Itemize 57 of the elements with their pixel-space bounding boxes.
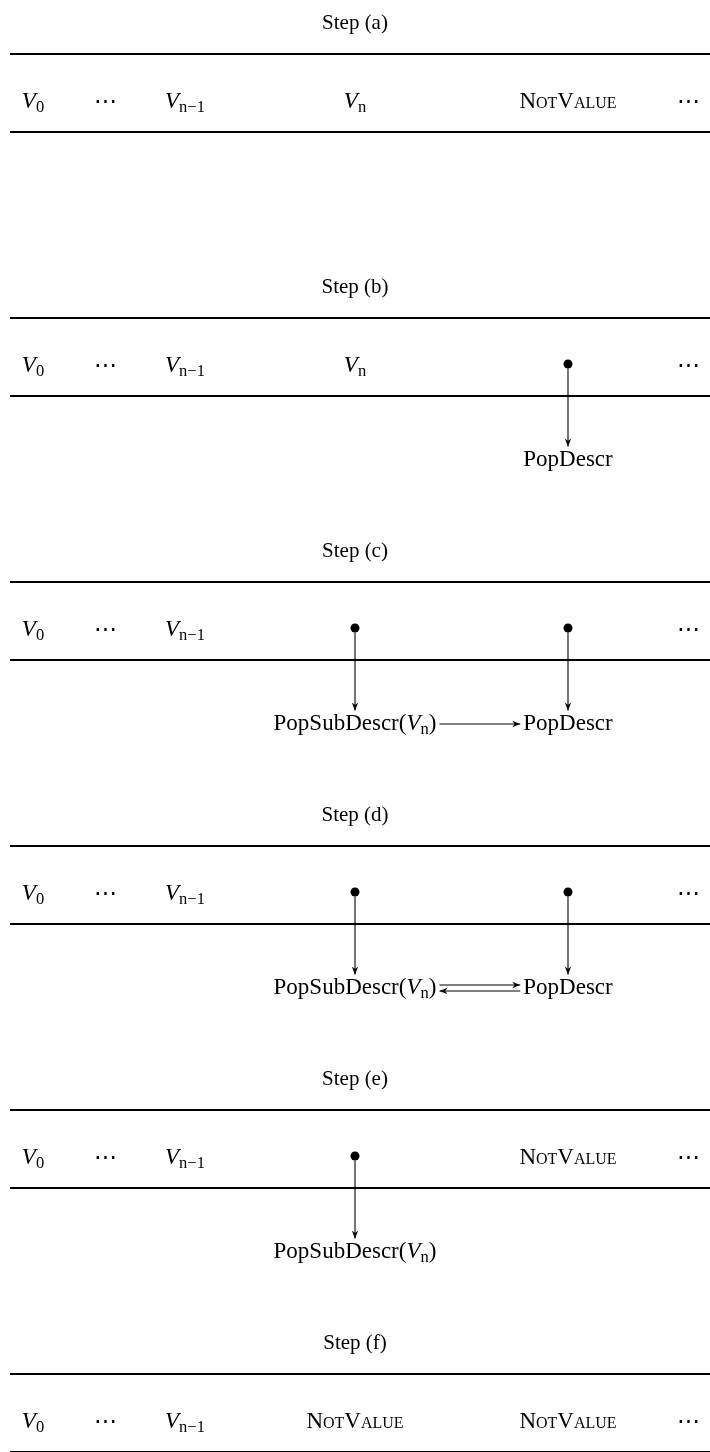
cell-text: ⋯ <box>676 1408 700 1432</box>
cell-text: V$_{n−1}$ <box>165 880 205 904</box>
cell-text: ⋯ <box>676 1144 700 1168</box>
pointer-dot <box>350 887 360 897</box>
cell-text: NotValue <box>306 1408 404 1432</box>
cell-text: V$_{0}$ <box>21 616 45 640</box>
descriptor-label: PopDescr <box>523 974 613 998</box>
arrow <box>438 987 521 995</box>
arrow <box>564 895 572 976</box>
cell-text: ⋯ <box>93 880 117 904</box>
descriptor-label: PopDescr <box>523 710 613 734</box>
cell-text: ⋯ <box>676 616 700 640</box>
arrow <box>351 631 359 712</box>
arrow <box>351 895 359 976</box>
step-title: Step (a) <box>322 11 388 33</box>
cell-text: NotValue <box>519 1408 617 1432</box>
arrow <box>438 981 521 989</box>
cell-text: V$_{0}$ <box>21 352 45 376</box>
cell-text: V$_{n−1}$ <box>165 1144 205 1168</box>
cell-text: ⋯ <box>676 880 700 904</box>
cell-text: V$_{n−1}$ <box>165 616 205 640</box>
cell-text: ⋯ <box>93 352 117 376</box>
cell-text: ⋯ <box>676 88 700 112</box>
cell-text: V$_{0}$ <box>21 880 45 904</box>
cell-text: V$_{n−1}$ <box>165 88 205 112</box>
pointer-dot <box>350 623 360 633</box>
arrow <box>438 720 521 728</box>
step-title: Step (f) <box>323 1331 387 1353</box>
cell-text: V$_{0}$ <box>21 1144 45 1168</box>
cell-text: NotValue <box>519 88 617 112</box>
pointer-dot <box>563 887 573 897</box>
cell-text: V$_{0}$ <box>21 1408 45 1432</box>
cell-text: ⋯ <box>93 616 117 640</box>
pointer-dot <box>563 359 573 369</box>
cell-text: ⋯ <box>93 88 117 112</box>
step-title: Step (e) <box>322 1067 388 1089</box>
cell-text: V$_{n}$ <box>343 88 367 112</box>
pointer-dot <box>350 1151 360 1161</box>
cell-text: V$_{n−1}$ <box>165 352 205 376</box>
descriptor-label: PopSubDescr(V$_{n}$) <box>273 710 437 734</box>
cell-text: ⋯ <box>93 1144 117 1168</box>
cell-text: ⋯ <box>676 352 700 376</box>
descriptor-label: PopSubDescr(V$_{n}$) <box>273 974 437 998</box>
cell-text: V$_{n−1}$ <box>165 1408 205 1432</box>
arrow <box>564 367 572 448</box>
cell-text: NotValue <box>519 1144 617 1168</box>
cell-text: V$_{0}$ <box>21 88 45 112</box>
step-title: Step (c) <box>322 539 388 561</box>
cell-text: ⋯ <box>93 1408 117 1432</box>
cell-text: V$_{n}$ <box>343 352 367 376</box>
pointer-dot <box>563 623 573 633</box>
descriptor-label: PopDescr <box>523 446 613 470</box>
step-title: Step (d) <box>321 803 389 825</box>
arrow <box>351 1159 359 1240</box>
descriptor-label: PopSubDescr(V$_{n}$) <box>273 1238 437 1262</box>
arrow <box>564 631 572 712</box>
step-title: Step (b) <box>321 275 389 297</box>
